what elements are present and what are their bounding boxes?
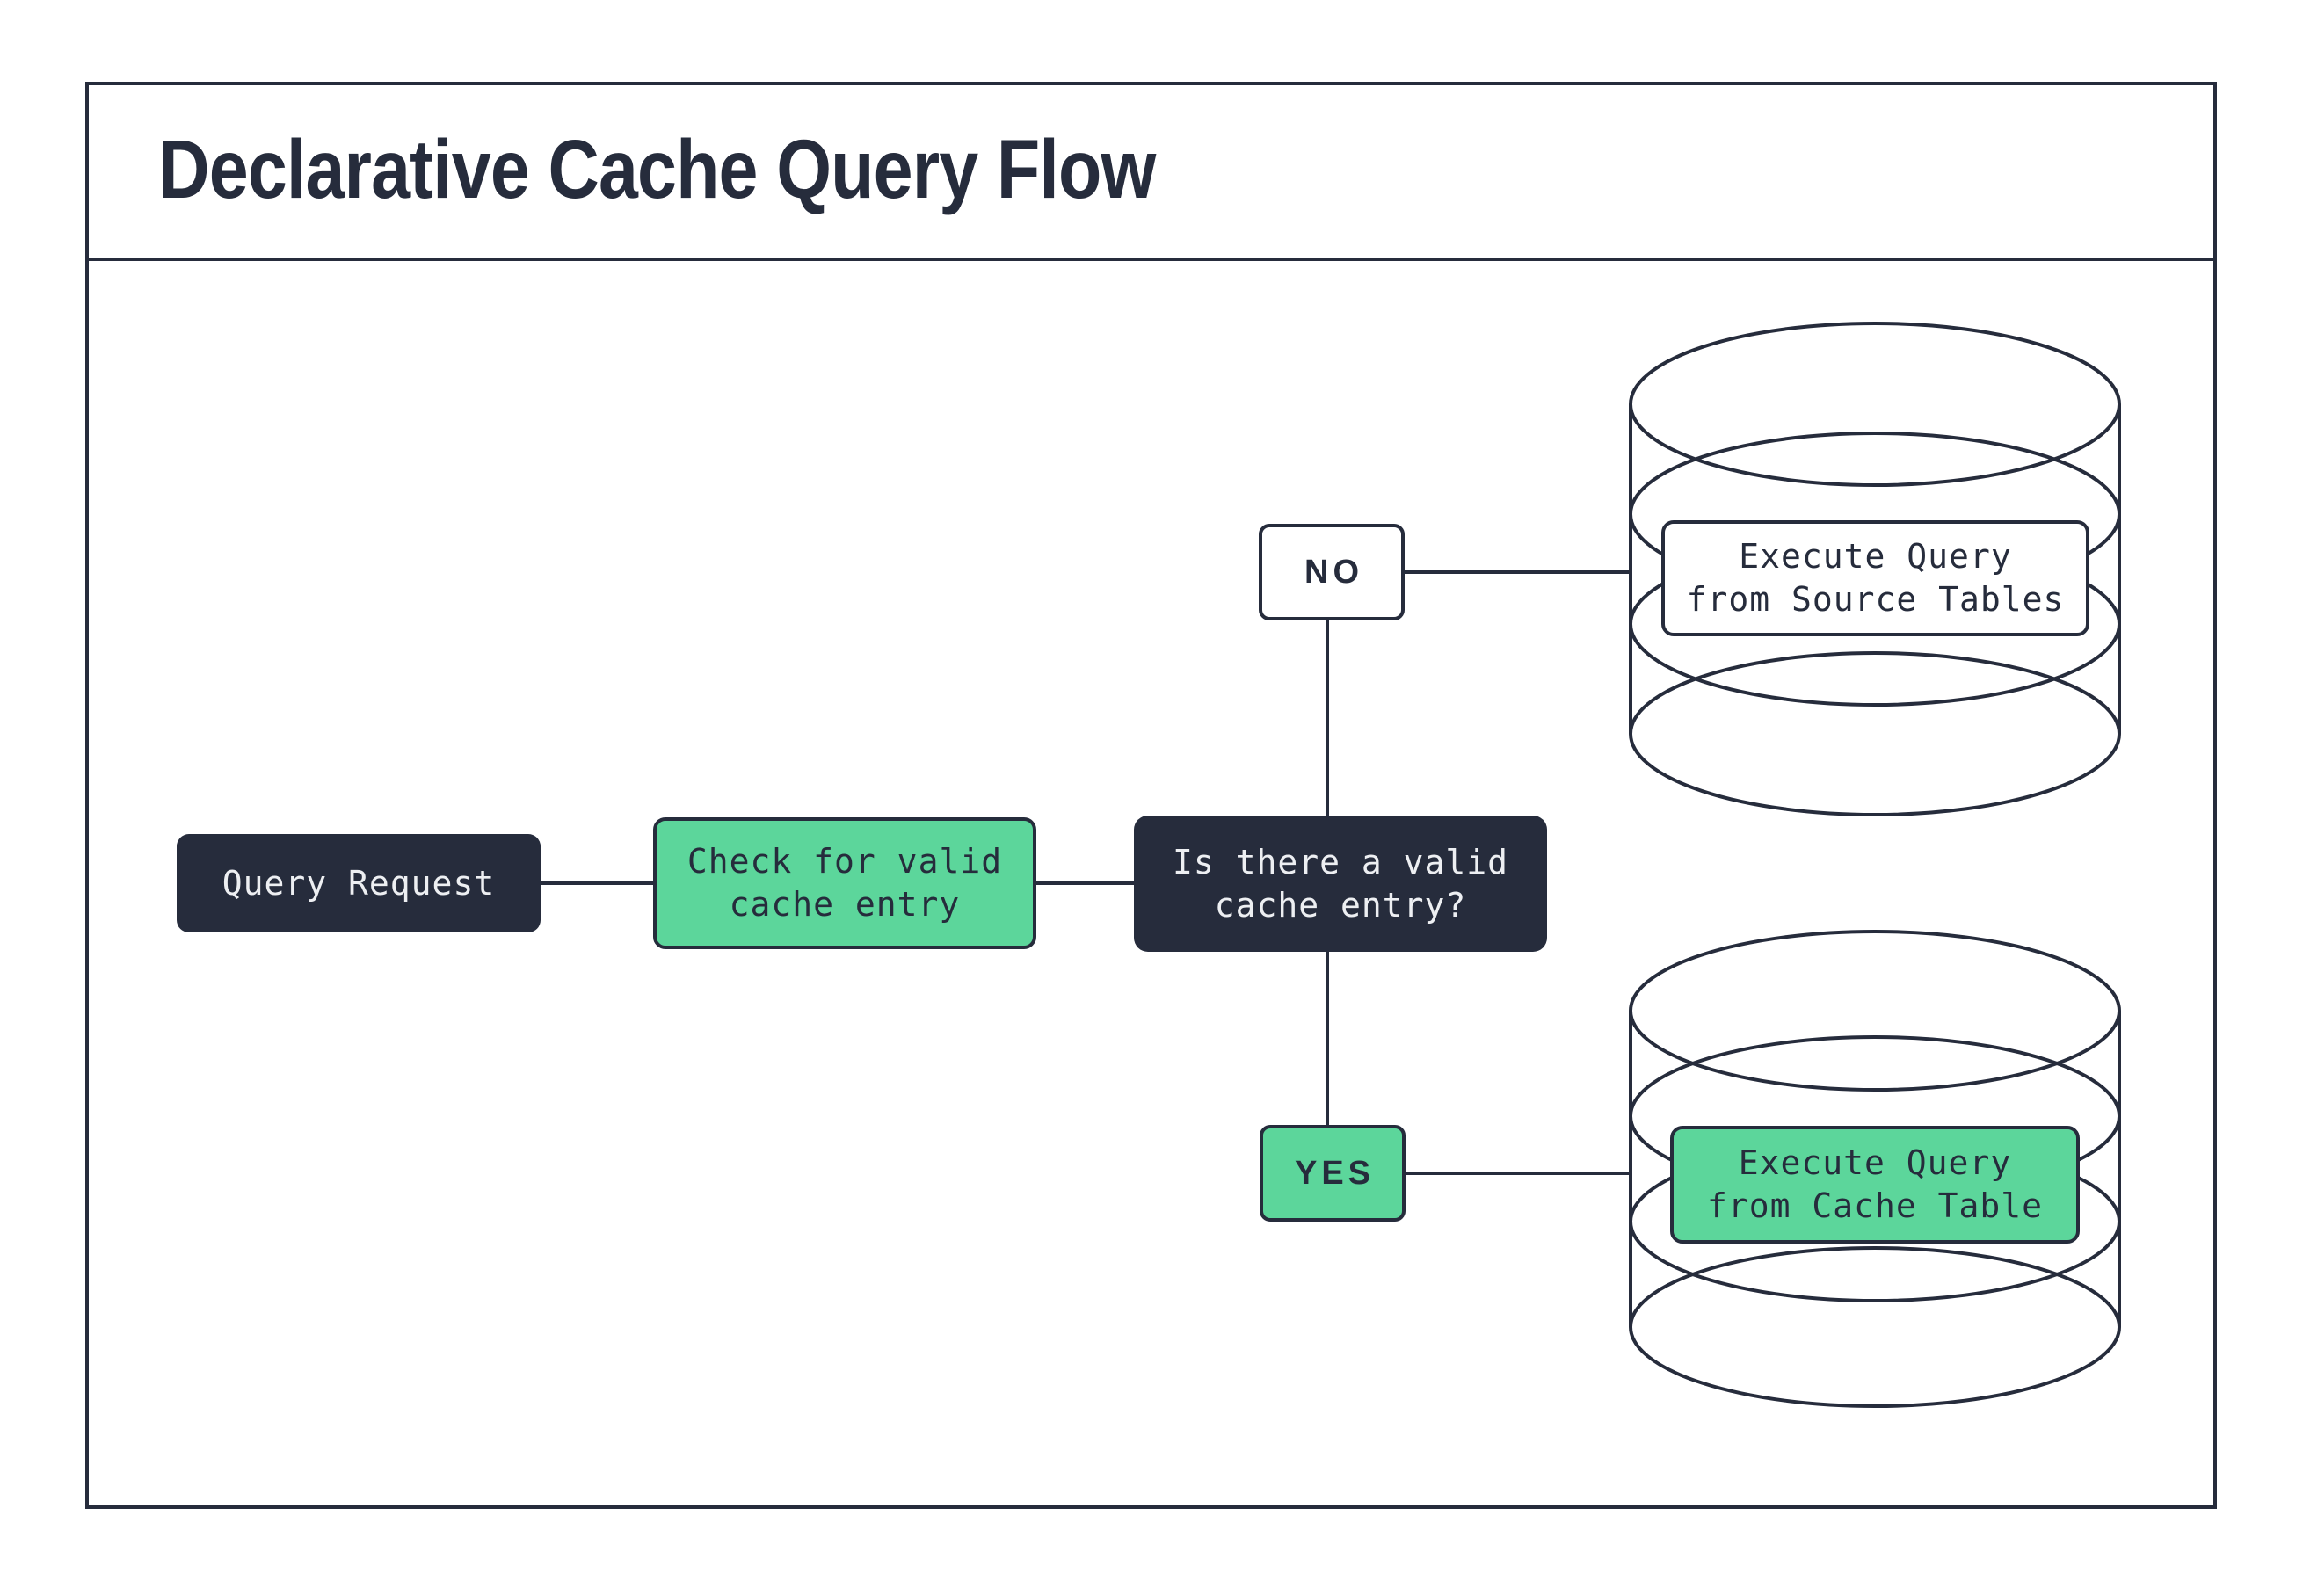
diagram-frame: [85, 82, 2217, 1509]
node-branch-no-label: NO: [1304, 553, 1363, 591]
node-execute-cache-line2: from Cache Table: [1706, 1186, 2044, 1225]
node-branch-no: NO: [1259, 524, 1405, 620]
node-query-request: Query Request: [177, 834, 541, 932]
node-execute-cache: Execute Query from Cache Table: [1670, 1126, 2080, 1244]
node-branch-yes-label: YES: [1294, 1154, 1376, 1192]
page-title: Declarative Cache Query Flow: [158, 122, 1156, 216]
node-query-request-label: Query Request: [222, 863, 496, 903]
node-execute-source-line2: from Source Tables: [1686, 580, 2065, 619]
node-check-cache: Check for valid cache entry: [653, 817, 1036, 949]
node-execute-cache-line1: Execute Query: [1738, 1143, 2012, 1182]
node-decision-line1: Is there a valid: [1172, 842, 1509, 881]
node-execute-source: Execute Query from Source Tables: [1661, 520, 2089, 636]
diagram-header: Declarative Cache Query Flow: [85, 82, 2217, 261]
node-check-cache-line2: cache entry: [729, 885, 961, 924]
node-execute-source-line1: Execute Query: [1739, 537, 2012, 576]
node-decision: Is there a valid cache entry?: [1134, 816, 1547, 952]
node-branch-yes: YES: [1260, 1125, 1406, 1222]
node-check-cache-line1: Check for valid: [687, 842, 1003, 881]
node-decision-line2: cache entry?: [1214, 885, 1467, 925]
